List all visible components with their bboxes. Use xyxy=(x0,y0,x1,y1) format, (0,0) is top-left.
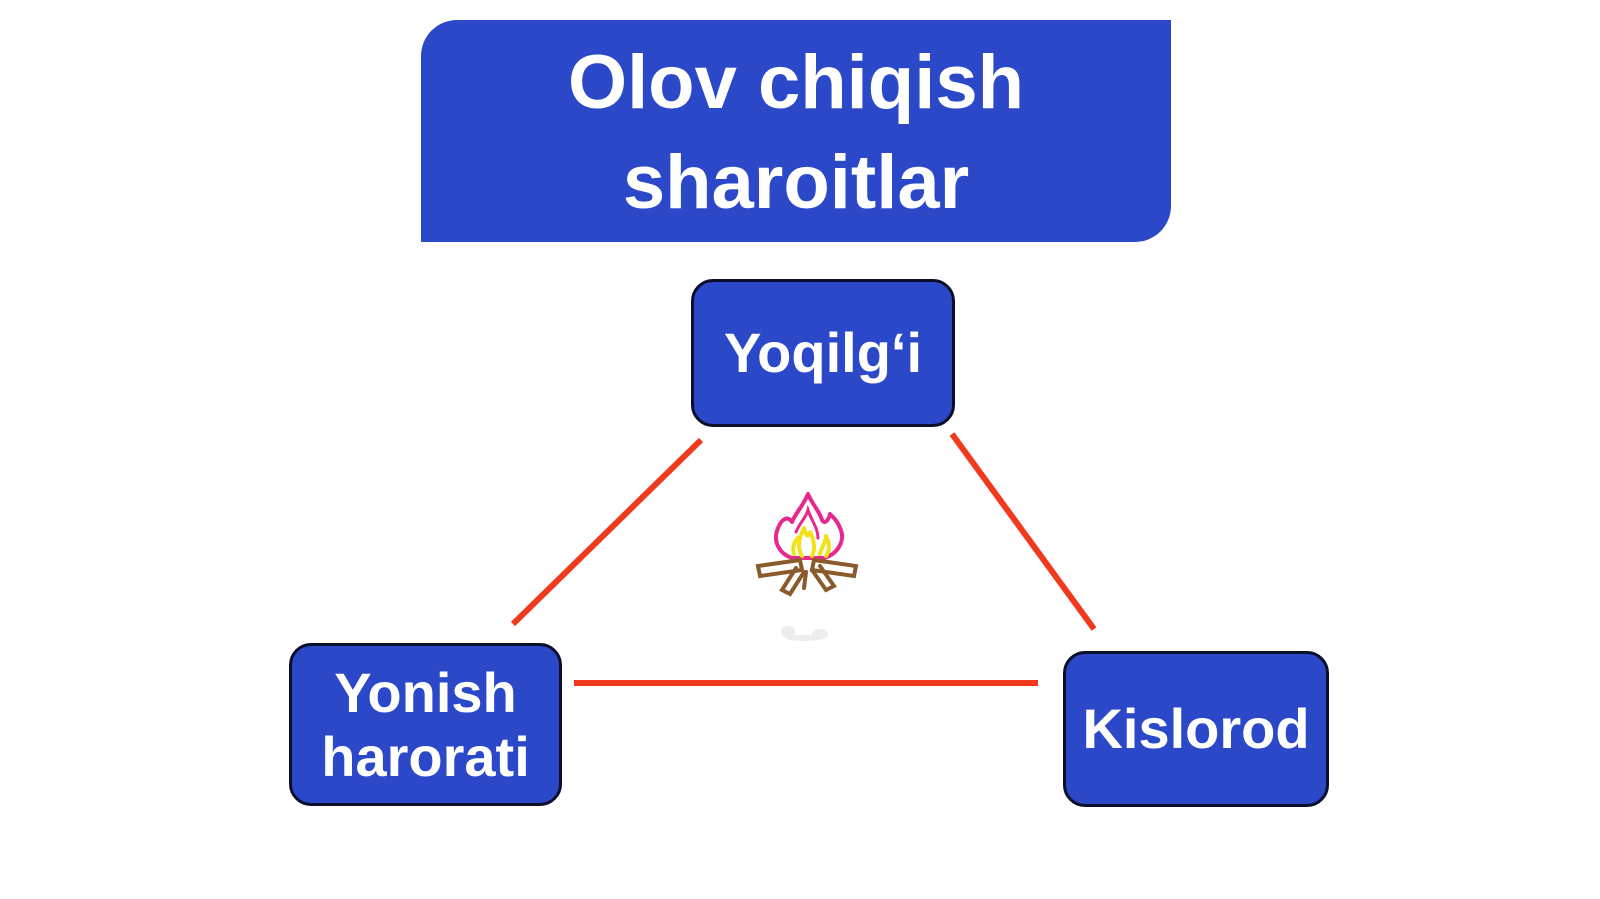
node-fuel: Yoqilg‘i xyxy=(691,279,955,427)
fire-reflection xyxy=(781,626,828,641)
title-line-1: Olov chiqish xyxy=(567,40,1025,125)
flame-inner xyxy=(791,526,831,558)
node-oxygen: Kislorod xyxy=(1063,651,1329,807)
node-ignition-temperature: Yonish harorati xyxy=(289,643,562,806)
flame-outer xyxy=(773,492,844,560)
node-ignition-temperature-line-2: harorati xyxy=(321,724,530,788)
node-fuel-label: Yoqilg‘i xyxy=(723,321,923,384)
campfire-icon xyxy=(755,492,859,641)
node-oxygen-label: Kislorod xyxy=(1082,697,1310,760)
logs xyxy=(755,557,859,597)
flame-outer-detail xyxy=(794,504,820,540)
title-line-2: sharoitlar xyxy=(622,140,970,225)
node-ignition-temperature-line-1: Yonish xyxy=(334,660,517,724)
title-banner: Olov chiqish sharoitlar xyxy=(421,20,1171,242)
connector-top-right xyxy=(949,432,1097,631)
connector-top-left xyxy=(510,437,704,627)
